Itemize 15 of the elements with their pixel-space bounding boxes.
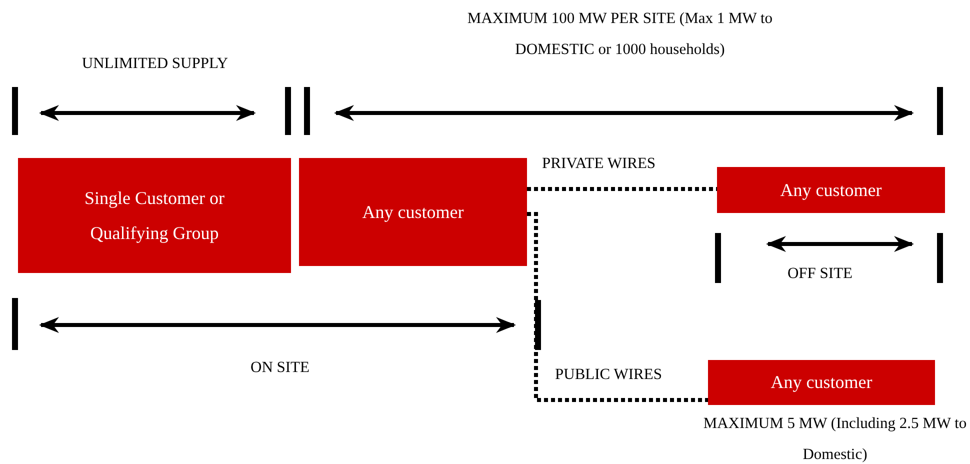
dotted-connector	[527, 187, 717, 191]
capacity-note: MAXIMUM 100 MW PER SITE (Max 1 MW to DOMESTIC or 1000 households)	[466, 9, 774, 60]
region-label: UNLIMITED SUPPLY	[80, 54, 230, 74]
capacity-note: MAXIMUM 5 MW (Including 2.5 MW to Domestic)	[702, 414, 968, 464]
box-text: Any customer	[770, 372, 872, 393]
customer-box	[708, 360, 935, 405]
region-label: OFF SITE	[786, 264, 854, 284]
box-text: Single Customer or Qualifying Group	[84, 186, 226, 245]
dotted-connector	[527, 212, 708, 402]
customer-box	[717, 167, 945, 213]
region-label: ON SITE	[250, 358, 310, 378]
box-text: Any customer	[780, 180, 882, 200]
customer-box	[18, 158, 291, 273]
box-text: Any customer	[362, 202, 464, 222]
customer-box	[299, 158, 527, 266]
